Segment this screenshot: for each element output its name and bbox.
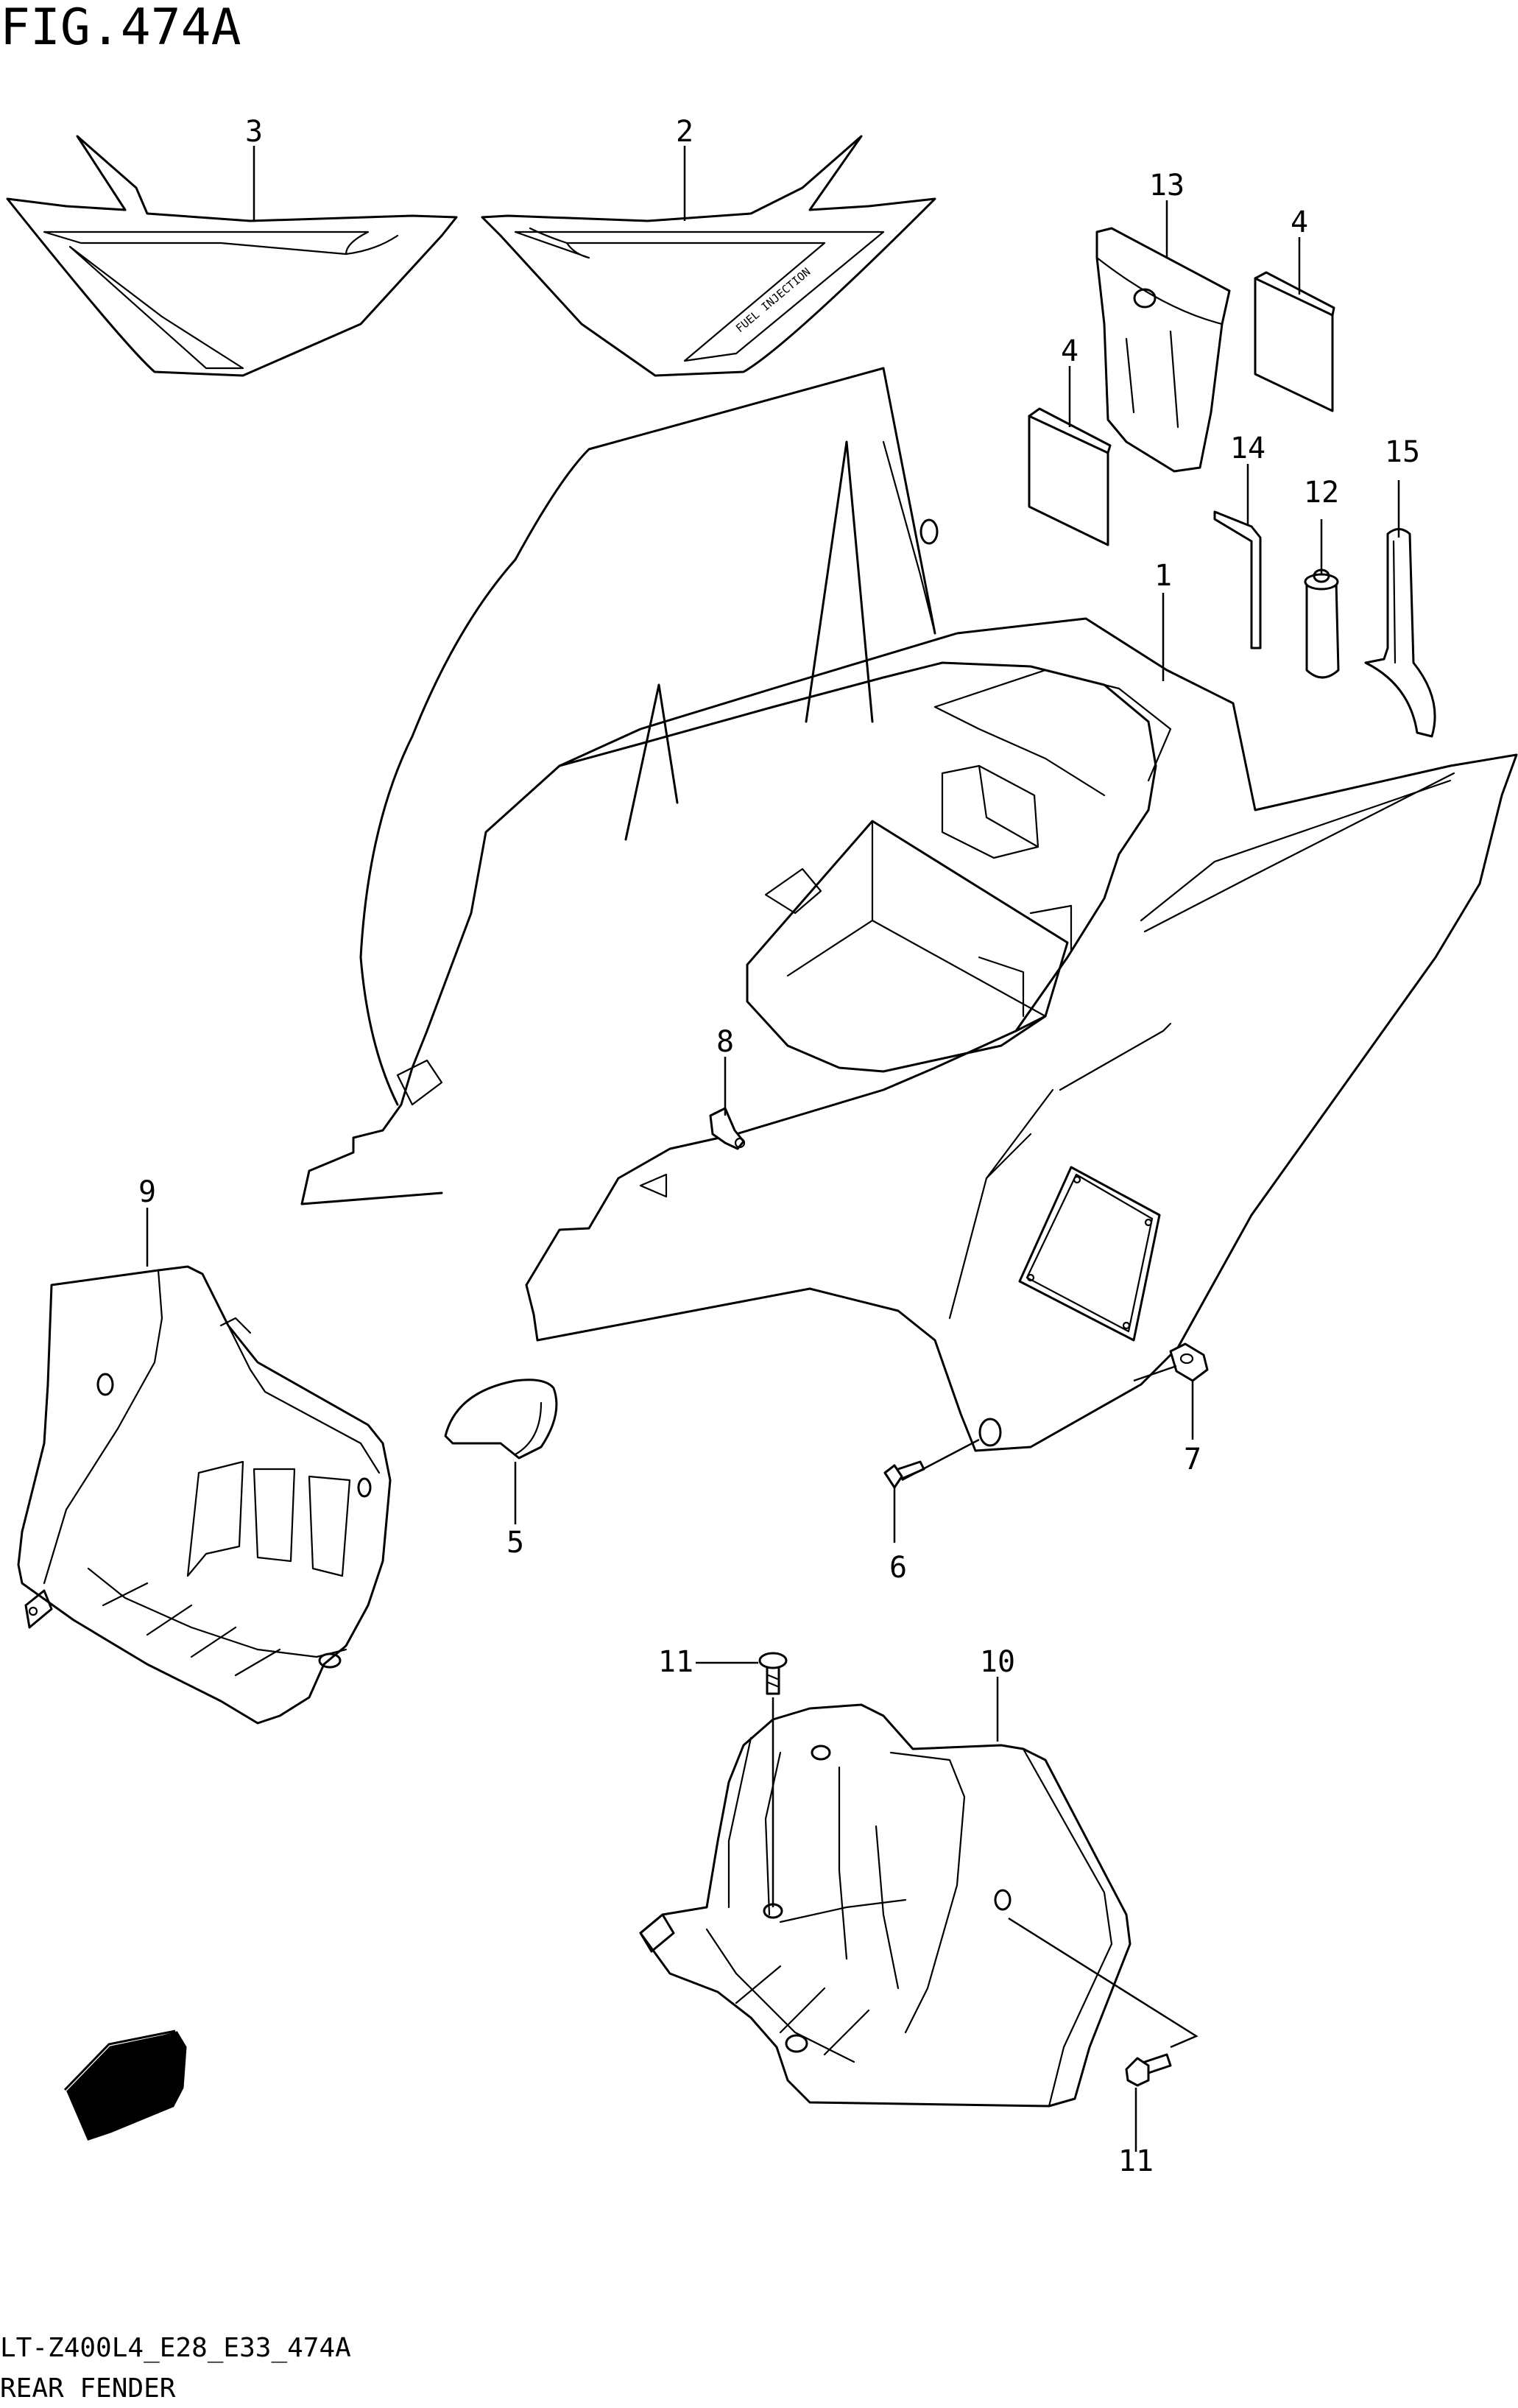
callout-4a: 4 — [1291, 205, 1308, 239]
part-15-spanner — [1364, 528, 1436, 738]
part-11-bolt-lower — [1125, 2053, 1172, 2087]
fwd-arrow-badge: FWD — [63, 2029, 187, 2141]
part-1-rear-fender — [300, 367, 1518, 1452]
callout-13: 13 — [1149, 169, 1185, 203]
part-3-decal-left — [6, 135, 458, 377]
callout-7: 7 — [1184, 1443, 1201, 1476]
part-9-left-guard — [17, 1265, 392, 1725]
callout-9: 9 — [138, 1175, 156, 1209]
callout-labels: 3 2 13 4 4 14 12 15 1 8 9 5 7 6 11 10 11 — [138, 115, 1420, 2178]
callout-12: 12 — [1304, 476, 1339, 510]
part-13-tool-bag — [1095, 227, 1231, 473]
part-14-hex-wrench — [1213, 510, 1262, 649]
callout-1: 1 — [1154, 559, 1172, 593]
part-4-pad-lower — [1028, 407, 1112, 546]
part-12-pin — [1304, 568, 1340, 679]
part-7-nut — [1169, 1342, 1209, 1382]
callout-14: 14 — [1230, 432, 1265, 465]
part-11-bolt-upper — [758, 1652, 788, 1695]
leader-lines — [146, 146, 1400, 2152]
part-5-cover — [444, 1379, 558, 1460]
part-10-right-guard — [639, 1703, 1132, 2108]
callout-15: 15 — [1385, 435, 1420, 469]
part-6-screw — [883, 1460, 925, 1489]
callout-5: 5 — [506, 1526, 524, 1560]
part-4-pad-upper — [1254, 271, 1335, 412]
callout-6: 6 — [889, 1551, 907, 1585]
callout-10: 10 — [980, 1645, 1015, 1679]
section-name: REAR FENDER — [0, 2373, 176, 2404]
model-code: LT-Z400L4_E28_E33_474A — [0, 2333, 351, 2363]
callout-11b: 11 — [1118, 2144, 1154, 2178]
callout-11a: 11 — [658, 1645, 693, 1679]
callout-8: 8 — [716, 1025, 734, 1059]
callout-2: 2 — [676, 115, 693, 149]
figure-title: FIG.474A — [0, 0, 241, 57]
part-8-clip — [709, 1107, 746, 1150]
callout-4b: 4 — [1061, 334, 1079, 368]
part-2-decal-right: FUEL INJECTION — [481, 135, 936, 377]
callout-3: 3 — [245, 115, 263, 149]
